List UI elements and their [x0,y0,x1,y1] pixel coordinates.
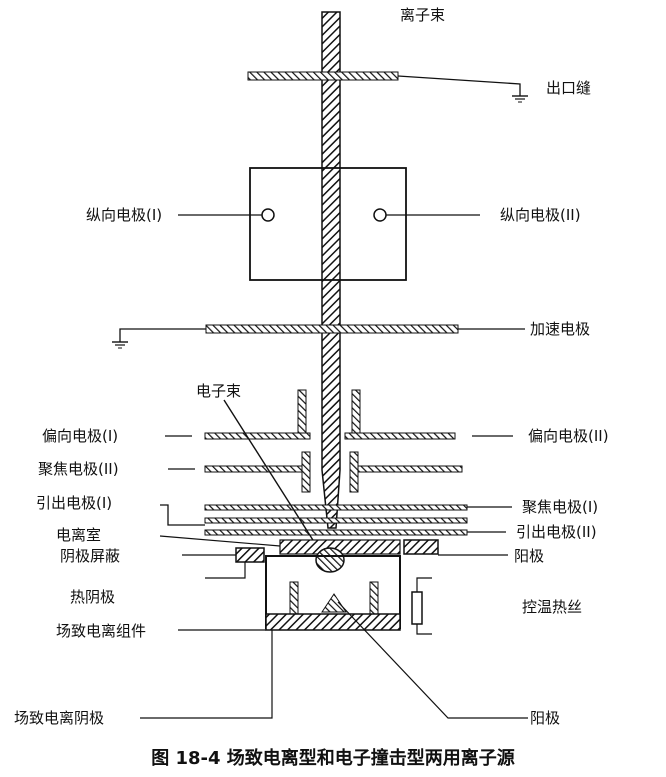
label-exit-slit: 出口缝 [546,79,592,97]
label-longitudinal-electrode-1: 纵向电极(I) [86,206,163,224]
label-anode-bottom: 阳极 [530,709,561,727]
label-longitudinal-electrode-2: 纵向电极(II) [500,206,581,224]
label-temperature-control-heater: 控温热丝 [522,598,583,616]
label-focusing-electrode-2: 聚焦电极(II) [38,460,119,478]
figure-caption: 图 18-4 场致电离型和电子撞击型两用离子源 [151,748,515,769]
label-electron-beam: 电子束 [196,382,242,400]
label-ionization-chamber: 电离室 [56,526,102,544]
ion-beam [321,11,341,529]
label-deflection-electrode-1: 偏向电极(I) [42,427,119,445]
label-field-ionization-assembly: 场致电离组件 [56,622,147,640]
label-hot-cathode: 热阴极 [70,588,116,606]
deflection-electrodes [165,389,513,440]
electron-beam [223,399,319,549]
acceleration-electrode [112,324,525,349]
focusing-electrodes [168,451,463,493]
label-ion-beam: 离子束 [400,6,446,24]
label-focusing-electrode-1: 聚焦电极(I) [522,498,599,516]
label-extraction-electrode-1: 引出电极(I) [36,494,113,512]
longitudinal-electrode-plate [178,167,480,281]
label-anode: 阳极 [514,547,545,565]
extraction-electrode-stack [160,504,512,536]
label-acceleration-electrode: 加速电极 [530,320,591,338]
label-extraction-electrode-2: 引出电极(II) [516,523,597,541]
exit-slit-electrode [247,71,528,103]
ionization-chamber-assembly [140,535,528,719]
label-deflection-electrode-2: 偏向电极(II) [528,427,609,445]
label-field-ionization-cathode: 场致电离阴极 [14,709,105,727]
label-cathode-shield: 阴极屏蔽 [60,547,121,565]
